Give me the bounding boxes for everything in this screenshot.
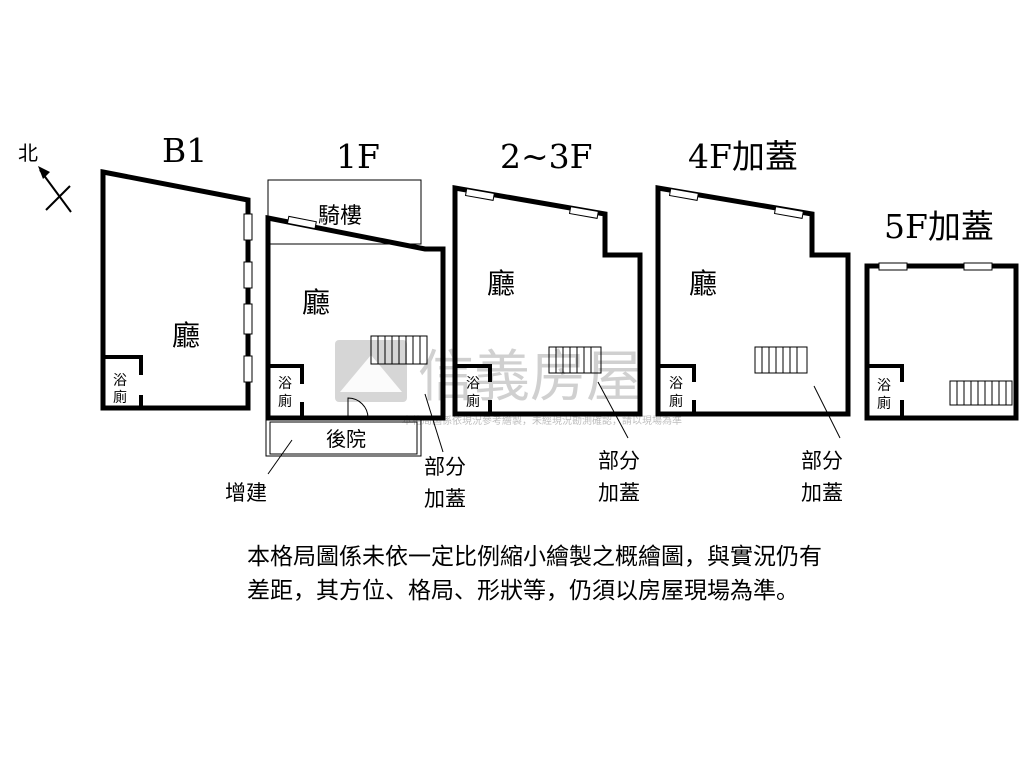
floor-4f-stairs-icon: [754, 346, 808, 374]
floor-b1-hall: 廳: [172, 319, 200, 352]
floor-1f-bathroom-label-1: 浴: [278, 376, 292, 392]
floor-b1-outline: [100, 168, 251, 411]
north-arrow-head-icon: [38, 166, 50, 179]
floor-1f-backyard-label: 後院: [326, 427, 366, 451]
floor-b1-bathroom-wall: [105, 355, 143, 408]
floor-1f-outline: [265, 214, 446, 421]
floor-1f-partial-label-2: 加蓋: [424, 487, 466, 511]
floor-4f-bathroom-label-2: 廁: [669, 393, 683, 410]
floor-2-3f-outline: [452, 185, 643, 417]
floor-5f-bathroom-label-1: 浴: [877, 378, 891, 394]
north-label: 北: [18, 141, 38, 165]
floor-2-3f-bathroom-label-2: 廁: [466, 393, 480, 410]
watermark-subtitle: 本格局圖係依現況參考繪製，未經現況勘測確認，請以現場為準: [402, 414, 682, 427]
floor-2-3f-partial-leader: [597, 381, 629, 439]
floor-2-3f: 2~3F 廳 浴 廁 部分 加蓋: [452, 137, 643, 505]
floor-1f-bathroom-wall: [270, 364, 304, 418]
floor-1f-window: [286, 215, 317, 230]
floor-5f-stairs-icon: [949, 380, 1013, 406]
floor-4f-hall: 廳: [689, 267, 717, 300]
brand-logo-icon: [335, 340, 407, 402]
floor-1f-stairs-icon: [370, 335, 428, 365]
floor-2-3f-stairs-icon: [548, 346, 602, 374]
floor-2-3f-bathroom-wall: [457, 364, 492, 414]
north-arrow-shaft: [39, 169, 72, 213]
floor-1f-door-icon: [347, 397, 369, 419]
floor-2-3f-partial-label-2: 加蓋: [598, 481, 640, 505]
floor-4f-partial-label-1: 部分: [801, 449, 843, 473]
floor-4f-bathroom-label-1: 浴: [669, 376, 683, 392]
floor-2-3f-title: 2~3F: [500, 137, 593, 176]
floor-5f-title: 5F加蓋: [884, 207, 994, 246]
floor-4f-bathroom-wall: [660, 364, 696, 414]
floor-1f-title: 1F: [336, 137, 380, 176]
floor-5f-bathroom-label-2: 廁: [877, 395, 891, 412]
floor-1f-extension-label: 增建: [225, 481, 267, 505]
floor-5f-outline: [864, 263, 1019, 421]
floor-5f: 5F加蓋 浴 廁: [864, 207, 1019, 421]
floor-b1-bathroom-label-1: 浴: [113, 373, 127, 389]
floor-4f-title: 4F加蓋: [688, 137, 798, 176]
north-arrow: 北: [18, 141, 72, 213]
floor-2-3f-hall: 廳: [487, 267, 515, 300]
floor-1f-bathroom-label-2: 廁: [278, 393, 292, 410]
north-arrow-crossbar: [45, 185, 71, 211]
floor-2-3f-bathroom-label-1: 浴: [466, 376, 480, 392]
floor-5f-bathroom-wall: [869, 364, 904, 418]
floor-4f: 4F加蓋 廳 浴 廁 部分 加蓋: [655, 137, 851, 505]
floor-b1: B1 廳 浴 廁: [100, 131, 253, 411]
floor-1f-partial-leader: [424, 393, 444, 453]
floor-1f: 1F 騎樓 廳 浴 廁 後院 增建 部分 加蓋: [225, 137, 466, 511]
floor-1f-hall: 廳: [302, 286, 330, 319]
floor-1f-backyard-outline: [265, 419, 422, 457]
disclaimer-note: 本格局圖係未依一定比例縮小繪製之概繪圖，與實況仍有差距，其方位、格局、形狀等，仍…: [247, 544, 822, 604]
floor-4f-partial-label-2: 加蓋: [801, 481, 843, 505]
floor-4f-outline: [655, 185, 851, 417]
floor-b1-title: B1: [162, 131, 207, 170]
floor-b1-windows: [243, 213, 253, 383]
floor-b1-bathroom-label-2: 廁: [113, 389, 127, 406]
floor-1f-arcade-outline: [267, 179, 422, 245]
floor-1f-partial-label-1: 部分: [424, 455, 466, 479]
watermark-brand: 信義房屋: [418, 345, 642, 410]
floor-2-3f-partial-label-1: 部分: [598, 449, 640, 473]
floor-1f-extension-leader: [267, 439, 293, 475]
floor-1f-arcade-label: 騎樓: [318, 204, 362, 229]
floor-4f-partial-leader: [813, 385, 841, 439]
